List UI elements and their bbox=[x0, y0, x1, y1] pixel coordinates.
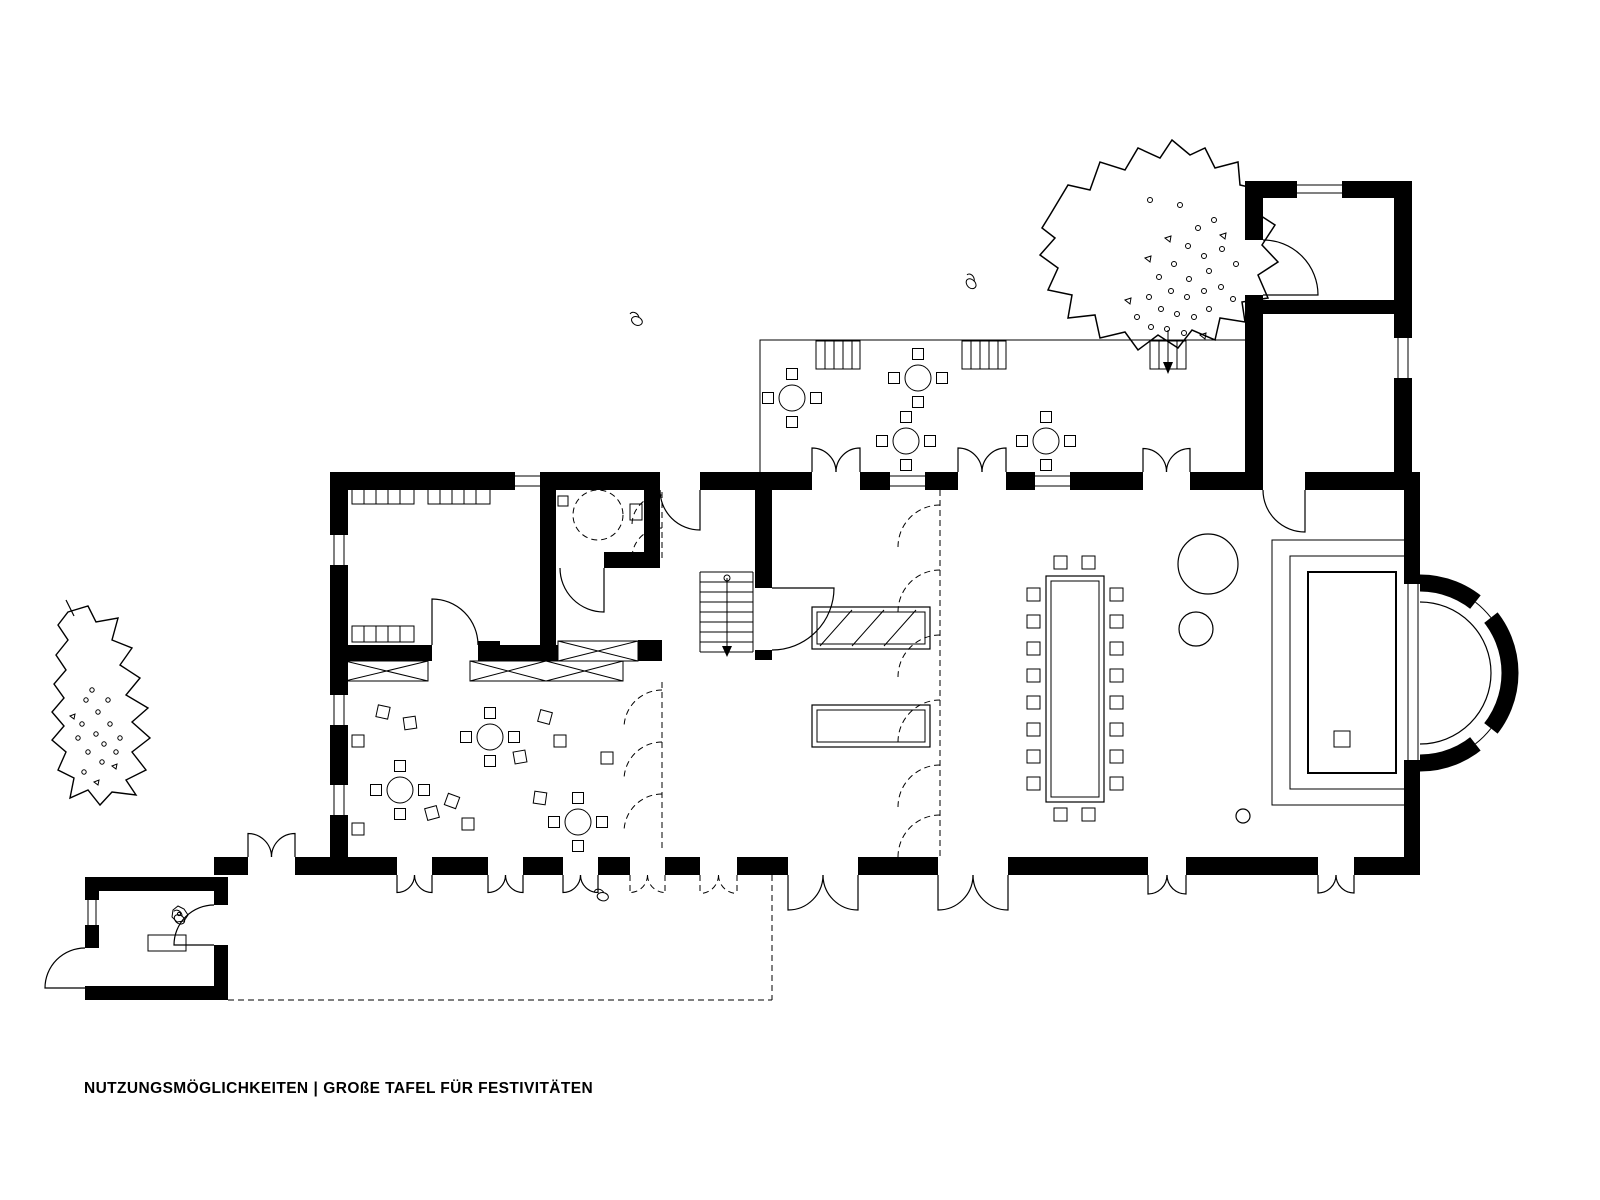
cafe-stools bbox=[351, 704, 614, 836]
caption-separator: | bbox=[313, 1080, 319, 1097]
annex-interior bbox=[147, 905, 189, 952]
bathroom-fixtures bbox=[557, 489, 643, 541]
tree-foliage-marks bbox=[1123, 197, 1239, 340]
terrace-stairs-mid bbox=[961, 340, 1007, 370]
cafe-tables bbox=[370, 707, 608, 852]
terrace-stairs-west bbox=[815, 340, 861, 370]
main-stairs bbox=[699, 571, 754, 657]
interior-walls bbox=[330, 472, 772, 661]
caption-title: NUTZUNGSMÖGLICHKEITEN bbox=[84, 1080, 309, 1097]
small-plants bbox=[171, 272, 980, 926]
workshop-benches bbox=[351, 487, 491, 643]
banquet-chairs bbox=[1026, 555, 1124, 822]
tree-large bbox=[1038, 138, 1280, 352]
hall-plants bbox=[1177, 533, 1251, 824]
shrub-marks bbox=[68, 687, 123, 786]
shrub-left bbox=[51, 599, 152, 807]
caption: NUTZUNGSMÖGLICHKEITEN|GROßE TAFEL FÜR FE… bbox=[84, 1080, 593, 1098]
caption-subtitle: GROßE TAFEL FÜR FESTIVITÄTEN bbox=[323, 1080, 594, 1097]
exterior-walls bbox=[85, 181, 1420, 1000]
terrace-tables bbox=[762, 348, 1076, 471]
buffet-tables bbox=[811, 606, 931, 748]
doors bbox=[44, 239, 1355, 989]
apse bbox=[1419, 574, 1519, 772]
chancel-platform bbox=[1271, 539, 1419, 806]
windows bbox=[87, 184, 1409, 925]
terrace bbox=[759, 330, 1245, 472]
banquet-table bbox=[1026, 555, 1124, 822]
wall-benches bbox=[344, 640, 639, 682]
